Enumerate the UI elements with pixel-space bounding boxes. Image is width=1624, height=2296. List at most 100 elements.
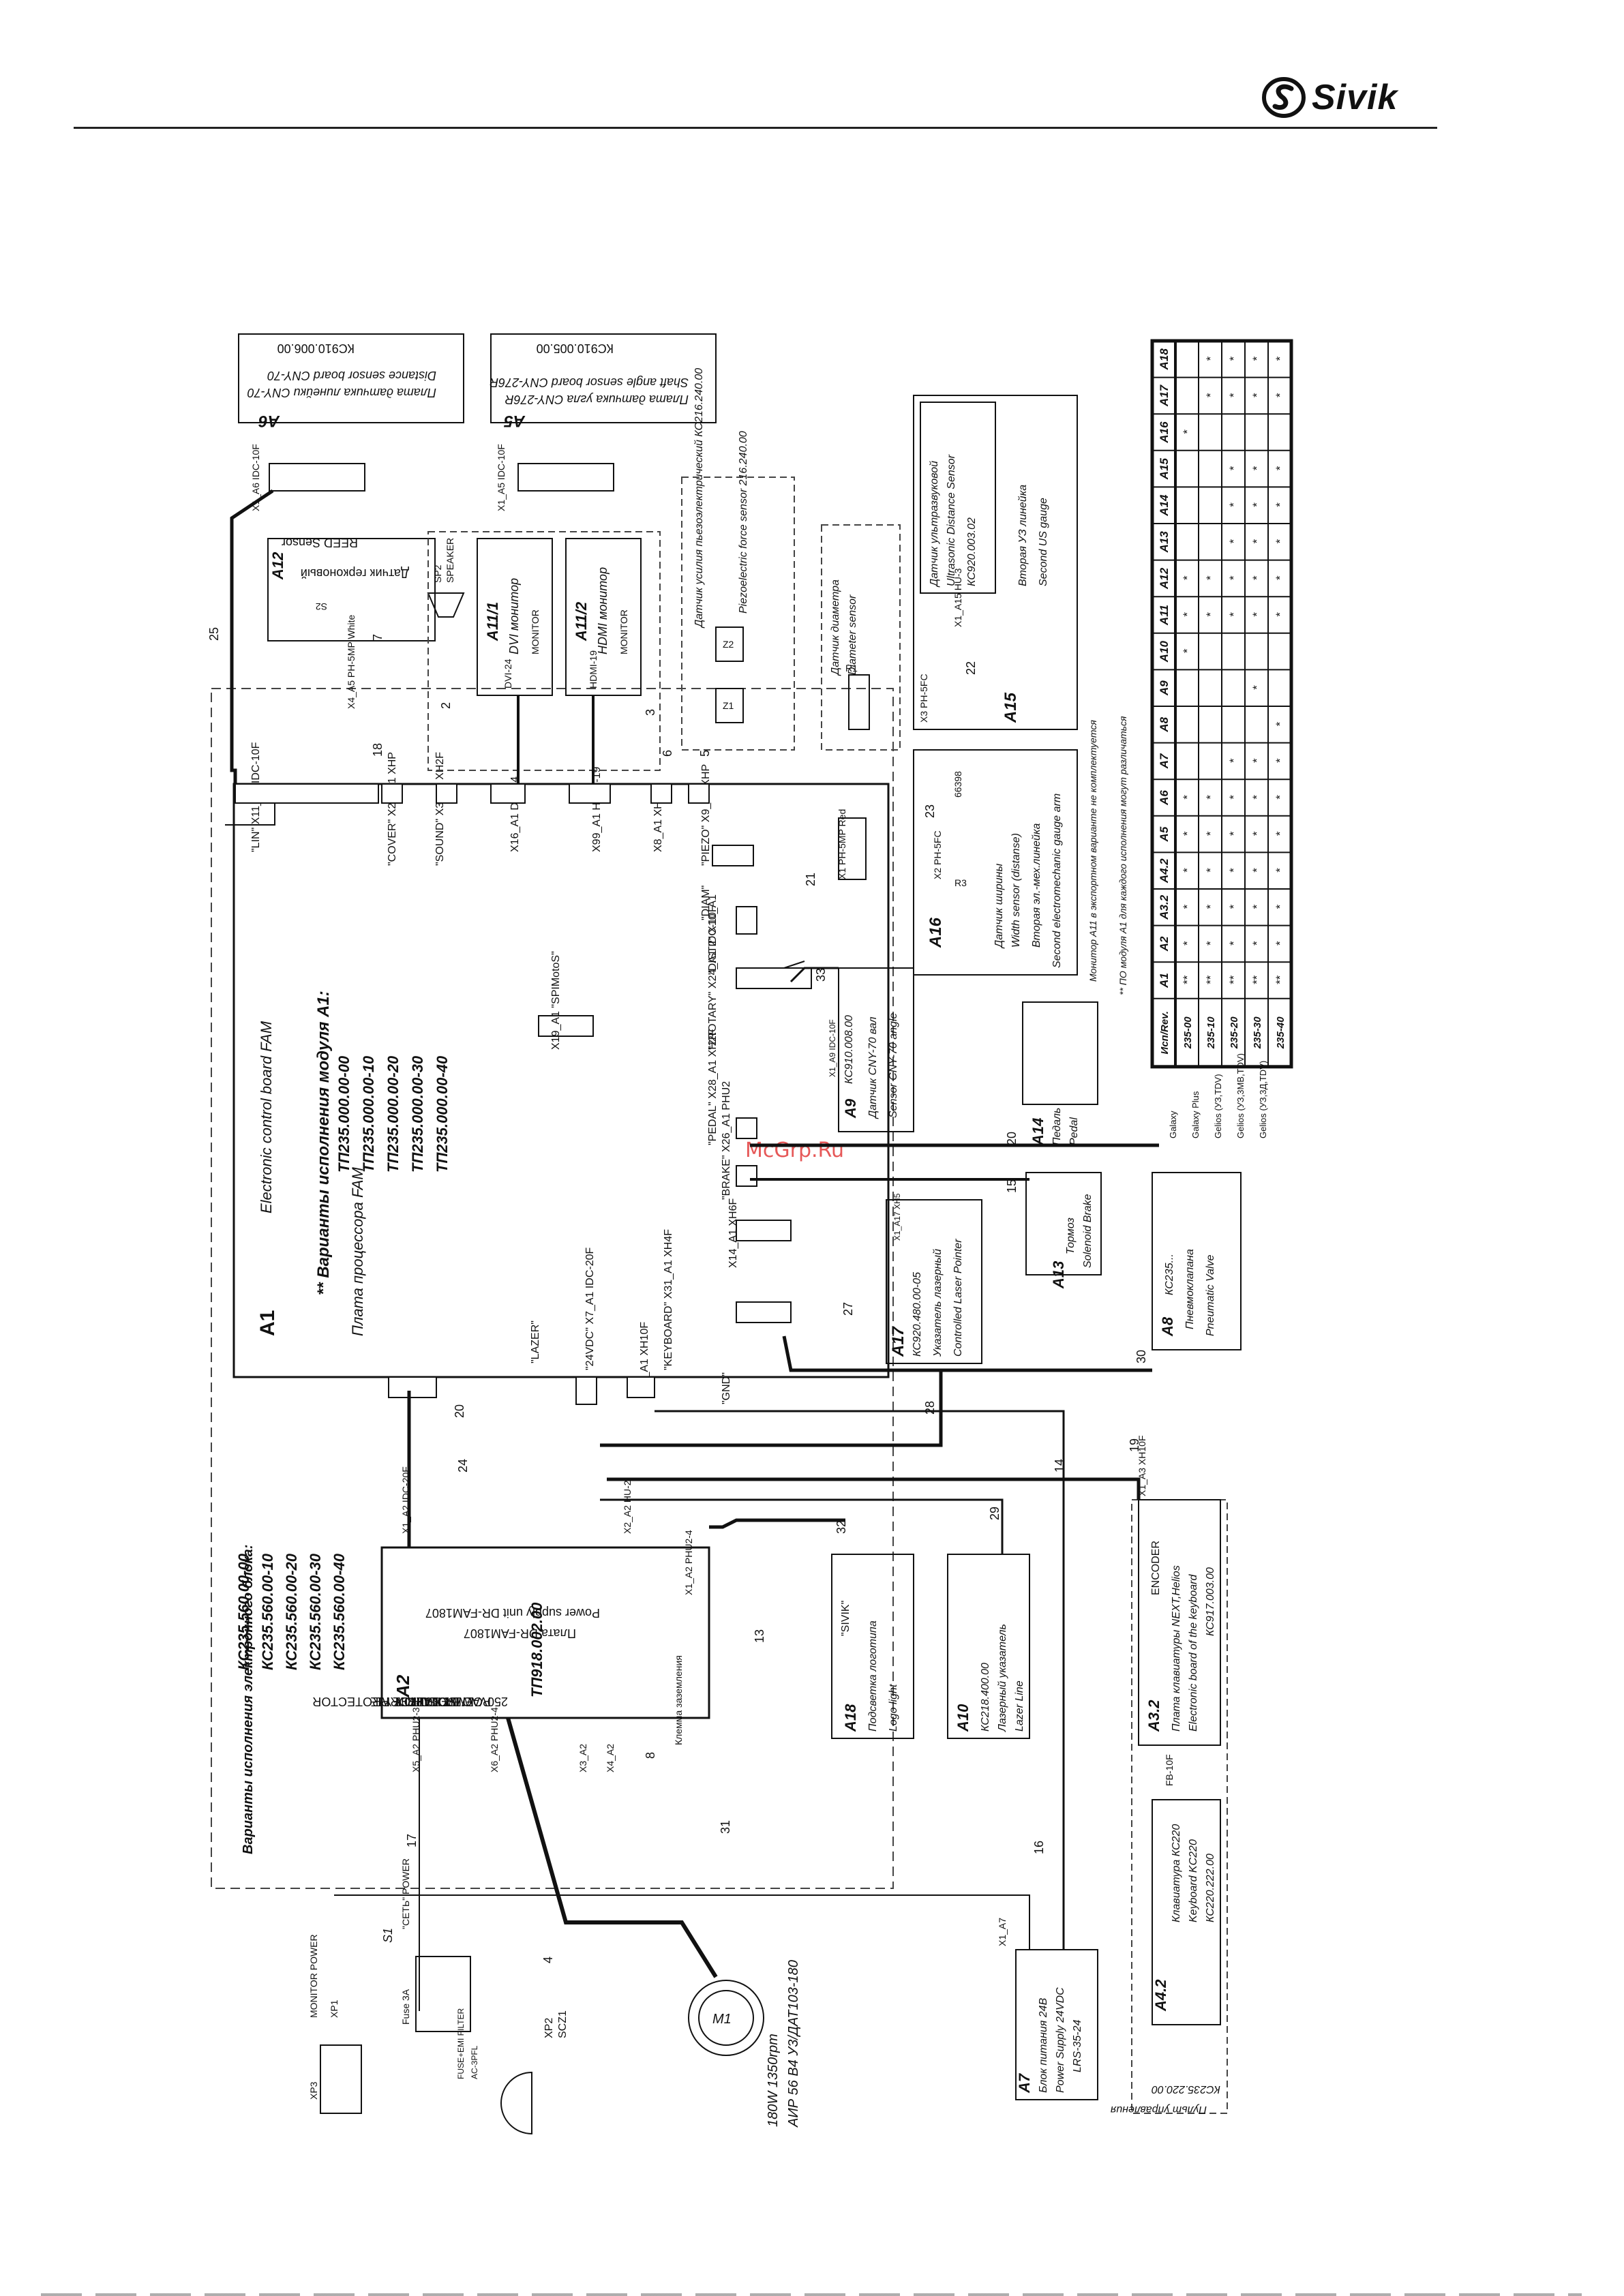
config-table-cell: * (1250, 758, 1263, 764)
a12-id: A12 (269, 552, 286, 580)
block-variant-0: КС235.560.00-00 (235, 1553, 252, 1670)
bottom-rule (41, 2293, 1582, 2296)
model-4: Gelios (УЗ,3Д,TDV) (1258, 1061, 1268, 1138)
a15-en: Ultrasonic Distance Sensor (946, 454, 957, 586)
a12-en: REED Sensor (282, 536, 358, 549)
a1-conn-lazer: "LAZER" (530, 1320, 541, 1363)
diam-ru: Датчик диаметра (830, 579, 841, 676)
a10-ru: Лазерный указатель (997, 1624, 1008, 1732)
piezo-en: Piezoelectric force sensor 216.240.00 (738, 431, 749, 614)
a16-width-sensor: A16 Датчик ширины Width sensor (distanse… (837, 749, 1078, 976)
a11-2-monitor: A11/2 HDMI монитор MONITOR HDMI-19 (565, 538, 642, 696)
piezo-z1: Z1 (723, 700, 734, 711)
config-table-cell: * (1227, 831, 1240, 836)
config-table-cell: * (1250, 941, 1263, 946)
a1-conn-brake: "BRAKE" X26_A1 PHU2 (721, 1081, 732, 1200)
wire-18: 18 (371, 743, 385, 757)
a10-id: A10 (954, 1704, 972, 1732)
config-table-cell: * (1274, 611, 1287, 617)
a4-2-id: A4.2 (1152, 1979, 1169, 2012)
a15-part: КС920.003.02 (966, 517, 978, 586)
a14-id: A14 (1029, 1118, 1047, 1146)
block-variant-2: КС235.560.00-20 (283, 1553, 300, 1670)
a11-1-connector: DVI-24 (502, 659, 513, 689)
model-3: Gelios (УЗ,3МВ,TDV) (1235, 1053, 1246, 1138)
a12-x4: X4_A5 PH-5MP White (346, 615, 357, 709)
wire-6: 6 (661, 750, 674, 757)
a6-en: Distance sensor board CNY-70 (267, 369, 436, 382)
a5-id: A5 (504, 412, 526, 430)
a6-board: A6 Плата датчика линейки CNY-70 Distance… (238, 333, 464, 511)
config-table-cell: * (1227, 356, 1240, 361)
a1-conn-x8: X8_A1 XHP (652, 794, 664, 852)
config-table-cell: ** (1274, 975, 1287, 985)
sp2-speaker: SP2 SPEAKER (427, 538, 465, 618)
config-table-cell: * (1274, 904, 1287, 909)
diam-en: Diameter sensor (847, 594, 858, 675)
a1-variant-0: ТП235.000.00-00 (335, 1055, 352, 1173)
a2-title-ru: Плата DR-FAM1807 (464, 1627, 576, 1640)
a12-reed: A12 REED Sensor Датчик герконовый S2 X4_… (267, 536, 436, 709)
a5-connector: X1_A5 IDC-10F (496, 444, 507, 511)
a1-conn-x19: X19_A1 "SPIMotoS" (550, 951, 562, 1050)
config-table-cell: * (1274, 721, 1287, 727)
note-0: ** ПО модуля A1 для каждого исполнения м… (1117, 716, 1128, 995)
a16-part: 66398 (952, 771, 963, 798)
a1-board: A1 Electronic control board FAM ** Вариа… (232, 742, 890, 1405)
config-table-cell: * (1250, 356, 1263, 361)
config-table-cell: * (1250, 685, 1263, 691)
wire-27: 27 (841, 1302, 855, 1316)
config-table-header: A18 (1158, 348, 1171, 371)
a17-id: A17 (889, 1325, 907, 1357)
wire-7: 7 (371, 634, 385, 641)
a17-laser: A17 КС920.480.00-05 Указатель лазерный C… (886, 1193, 982, 1364)
a1-conn-pedal: "PEDAL" X28_A1 XH2F (707, 1029, 719, 1145)
a13-brake: A13 Тормоз Solenoid Brake (1025, 1172, 1102, 1289)
a18-en: Logo light (888, 1684, 899, 1732)
piezo-sensor: Датчик усилия пьезоэлектрический КС216.2… (681, 368, 795, 751)
a12-s2: S2 (316, 601, 327, 612)
config-table-header: A2 (1158, 936, 1171, 952)
mains-filter: FUSE+EMI FILTER (456, 2008, 466, 2079)
config-table-header: A10 (1158, 640, 1171, 663)
a15-ultrasonic: A15 Датчик ультразвуковой Ultrasonic Dis… (913, 395, 1078, 730)
a15-id: A15 (1002, 692, 1020, 723)
config-table-cell: 235-10 (1205, 1016, 1217, 1049)
a4-2-en: Keyboard KC220 (1188, 1839, 1199, 1922)
panel-part: КС235.220.00 (1152, 2083, 1220, 2095)
config-table-cell: * (1250, 794, 1263, 800)
a3-2-part: КС917.003.00 (1205, 1567, 1216, 1636)
config-table-cell: * (1274, 941, 1287, 946)
wire-32: 32 (834, 1520, 848, 1534)
a9-ru: Датчик CNY-70 вал (867, 1016, 879, 1119)
config-table-header: A3.2 (1158, 894, 1171, 920)
config-table-cell: 235-40 (1275, 1016, 1287, 1049)
config-table-cell: * (1181, 831, 1194, 836)
config-table-cell: * (1181, 794, 1194, 800)
config-table-cell: * (1250, 575, 1263, 581)
config-table-cell: * (1204, 868, 1217, 873)
config-table-cell: * (1204, 575, 1217, 581)
config-table-header: A11 (1158, 605, 1171, 626)
a17-part: КС920.480.00-05 (912, 1272, 923, 1357)
config-table-cell: * (1227, 575, 1240, 581)
wire-5: 5 (698, 750, 712, 757)
wires (225, 489, 1159, 2011)
config-table-cell: * (1227, 794, 1240, 800)
config-table-header: A4.2 (1158, 858, 1171, 883)
model-2: Gelios (УЗ,TDV) (1213, 1074, 1223, 1138)
a7-ru: Блок питания 24В (1038, 1997, 1049, 2093)
config-table-cell: * (1181, 941, 1194, 946)
mains-xp2-label: SCZ1 (557, 2010, 569, 2038)
a15-x1: X1_A15 HU-3 (952, 568, 963, 627)
a4-2-ru: Клавиатура КС220 (1171, 1824, 1182, 1922)
config-table-cell: ** (1204, 975, 1217, 985)
a16-ru2: Вторая эл.-мех.линейка (1031, 823, 1042, 948)
a2-conn-x6: X6_A2 PHU2-4 (489, 1707, 500, 1772)
a2-line-2: EMI FILTER (407, 1695, 474, 1708)
a15-x3: X3 PH-5FC (918, 674, 929, 723)
a1-title-ru: Плата процессора FAM (349, 1167, 366, 1336)
a18-brand: "SIVIK" (840, 1601, 852, 1636)
a18-ru: Подсветка логотипа (867, 1620, 879, 1732)
diameter-sensor: Датчик диаметра Diameter sensor R1 (821, 524, 901, 751)
